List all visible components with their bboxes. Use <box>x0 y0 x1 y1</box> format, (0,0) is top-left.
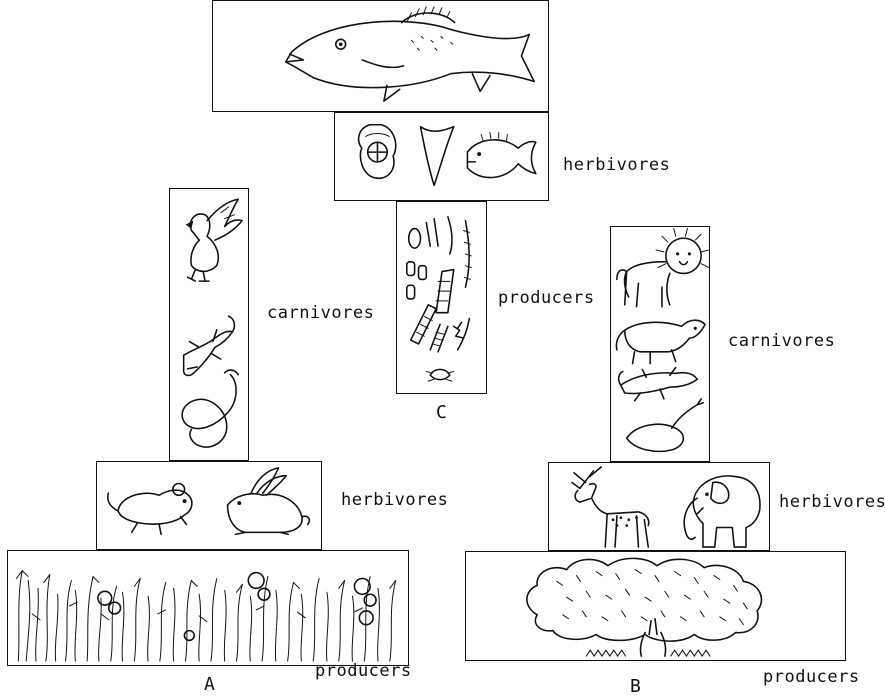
pyramid-b-carnivores-art <box>611 227 709 461</box>
pyramid-c-herbivores-art <box>335 113 548 200</box>
rabbit-icon <box>228 468 310 534</box>
fox-icon <box>616 320 705 363</box>
phytoplankton-icon <box>397 202 486 393</box>
pyramid-b-herbivores-art <box>549 463 769 550</box>
pyramid-a-carnivores-art <box>170 189 248 460</box>
pyramid-b-carnivores-label: carnivores <box>728 331 835 351</box>
small-fish-icon <box>467 133 535 178</box>
pyramid-a-producers-label: producers <box>315 661 412 681</box>
pyramid-a-carnivores-label: carnivores <box>267 303 374 323</box>
pyramid-b-herbivores-box <box>548 462 770 551</box>
pyramid-a-producers-box <box>7 550 409 666</box>
lion-icon <box>617 228 709 306</box>
pyramid-c-herbivores-box <box>334 112 549 201</box>
pyramid-a-herbivores-art <box>97 462 321 549</box>
eagle-icon <box>186 199 243 281</box>
pyramid-a-carnivores-box <box>169 188 249 461</box>
fish-icon <box>213 1 548 111</box>
elephant-icon <box>684 476 760 547</box>
rat-icon <box>108 484 192 535</box>
pyramid-b-caption: B <box>630 676 641 697</box>
tree-icon <box>466 552 845 660</box>
aquatic-larva-icon <box>359 125 396 179</box>
snake-icon <box>627 399 703 451</box>
lizard-icon <box>619 368 698 401</box>
snake-icon <box>182 370 238 447</box>
pyramid-b-producers-box <box>465 551 846 661</box>
deer-icon <box>572 467 649 547</box>
pyramid-b-herbivores-label: herbivores <box>779 492 885 512</box>
pyramid-a-caption: A <box>204 674 215 695</box>
grass-icon <box>8 551 408 665</box>
pyramid-b-producers-label: producers <box>763 667 860 687</box>
pyramid-a-herbivores-box <box>96 461 322 550</box>
pyramid-c-producers-box <box>396 201 487 394</box>
shell-icon <box>420 127 453 186</box>
pyramid-a-herbivores-label: herbivores <box>341 490 448 510</box>
lizard-icon <box>184 316 235 375</box>
pyramid-b-carnivores-box <box>610 226 710 462</box>
pyramid-c-producers-label: producers <box>498 288 595 308</box>
pyramid-c-herbivores-label: herbivores <box>563 155 670 175</box>
pyramid-c-caption: C <box>436 402 447 423</box>
pyramid-c-top-box <box>212 0 549 112</box>
